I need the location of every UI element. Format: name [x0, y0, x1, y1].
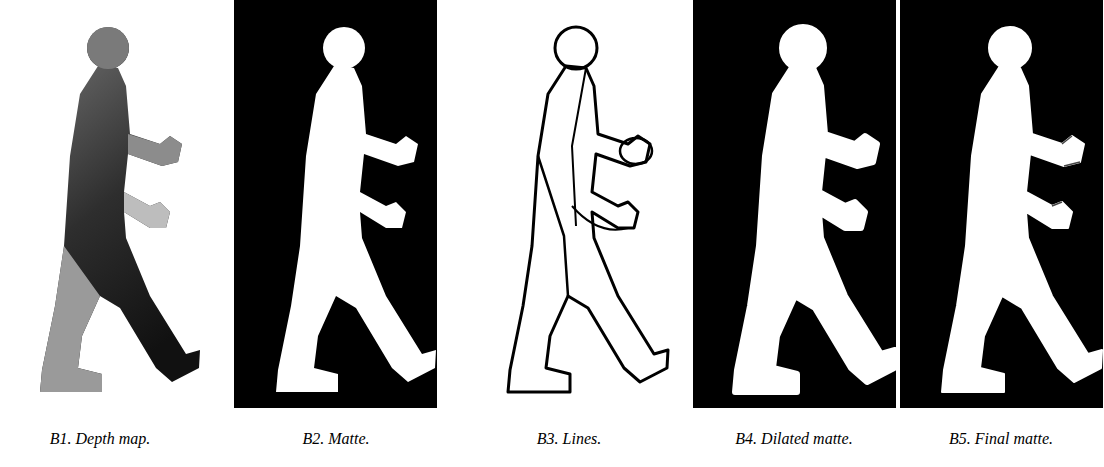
line-drawing [508, 27, 668, 392]
panel-caption: B2. Matte. [302, 430, 369, 448]
panel-caption: B4. Dilated matte. [735, 430, 852, 448]
matte-panel [234, 0, 437, 408]
depth-map [40, 27, 200, 392]
panel-caption: B3. Lines. [537, 430, 601, 448]
panel-caption: B5. Final matte. [949, 430, 1053, 448]
dilated-matte-panel [693, 0, 896, 408]
final-matte-panel [900, 0, 1103, 408]
panel-caption: B1. Depth map. [50, 430, 150, 448]
